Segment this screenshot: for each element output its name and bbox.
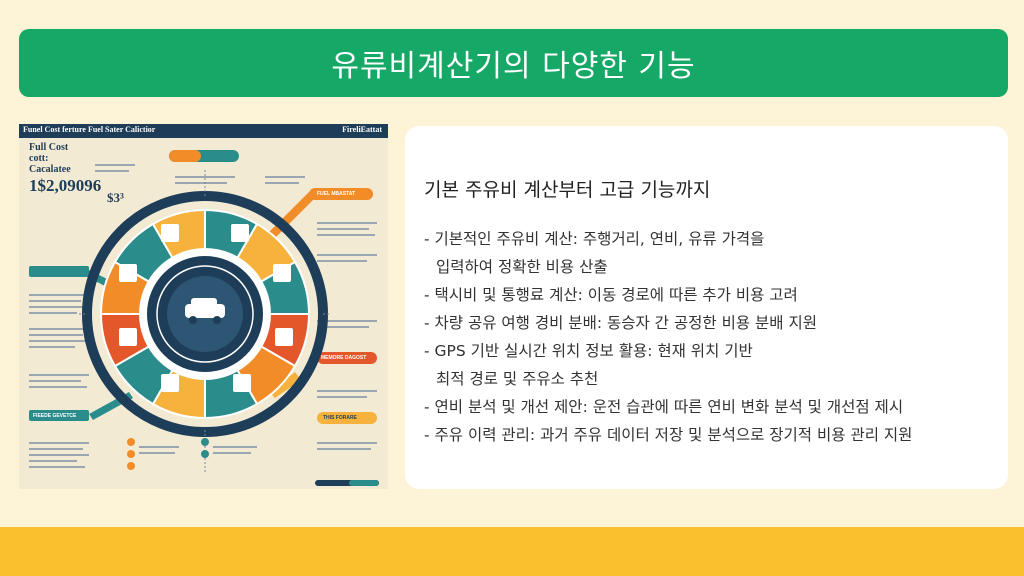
list-item: - 주유 이력 관리: 과거 주유 데이터 저장 및 분석으로 장기적 비용 관… — [424, 421, 994, 449]
ribbon-label-1: FUEL MBASTAT — [317, 191, 356, 197]
feature-card: 기본 주유비 계산부터 고급 기능까지 - 기본적인 주유비 계산: 주행거리,… — [405, 126, 1008, 489]
list-item-continuation: 최적 경로 및 주유소 추천 — [436, 370, 599, 388]
infographic-header-left: Funel Cost ferture Fuel Sater Calictior — [23, 125, 156, 134]
list-item: - GPS 기반 실시간 위치 정보 활용: 현재 위치 기반 최적 경로 및 … — [424, 337, 994, 393]
list-item-line: - 택시비 및 통행료 계산: 이동 경로에 따른 추가 비용 고려 — [424, 286, 798, 304]
list-item-line: - 기본적인 주유비 계산: 주행거리, 연비, 유류 가격을 — [424, 230, 765, 248]
list-item: - 연비 분석 및 개선 제안: 운전 습관에 따른 연비 변화 분석 및 개선… — [424, 393, 994, 421]
list-item: - 택시비 및 통행료 계산: 이동 경로에 따른 추가 비용 고려 — [424, 281, 994, 309]
infographic-subtitle: Full Cost cott: Cacalatee — [29, 142, 71, 175]
title-bar: 유류비계산기의 다양한 기능 — [19, 29, 1008, 97]
bottom-band — [0, 527, 1024, 576]
infographic-image: Funel Cost ferture Fuel Sater Calictior … — [19, 124, 388, 489]
ribbon-label-4: THIS FORARE — [323, 415, 357, 421]
card-heading: 기본 주유비 계산부터 고급 기능까지 — [424, 179, 711, 201]
ribbon-label-3: FIEEDE GEVETCE — [33, 413, 77, 419]
infographic-price: 1$2,09096 — [29, 176, 102, 195]
list-item: - 차량 공유 여행 경비 분배: 동승자 간 공정한 비용 분배 지원 — [424, 309, 994, 337]
ribbon-label-2: MEMORE DAGOST — [321, 355, 367, 361]
list-item-continuation: 입력하여 정확한 비용 산출 — [436, 258, 608, 276]
list-item: - 기본적인 주유비 계산: 주행거리, 연비, 유류 가격을 입력하여 정확한… — [424, 225, 994, 281]
infographic-header: Funel Cost ferture Fuel Sater Calictior … — [19, 124, 388, 138]
list-item-line: - 연비 분석 및 개선 제안: 운전 습관에 따른 연비 변화 분석 및 개선… — [424, 398, 904, 416]
list-item-line: - 주유 이력 관리: 과거 주유 데이터 저장 및 분석으로 장기적 비용 관… — [424, 426, 913, 444]
list-item-line: - 차량 공유 여행 경비 분배: 동승자 간 공정한 비용 분배 지원 — [424, 314, 817, 332]
infographic-header-right: FireliEattat — [342, 125, 382, 134]
feature-list: - 기본적인 주유비 계산: 주행거리, 연비, 유류 가격을 입력하여 정확한… — [424, 225, 994, 449]
infographic-graphic — [29, 150, 379, 486]
slide-title: 유류비계산기의 다양한 기능 — [331, 49, 696, 84]
list-item-line: - GPS 기반 실시간 위치 정보 활용: 현재 위치 기반 — [424, 342, 753, 360]
infographic-dollar: $3³ — [107, 190, 124, 205]
